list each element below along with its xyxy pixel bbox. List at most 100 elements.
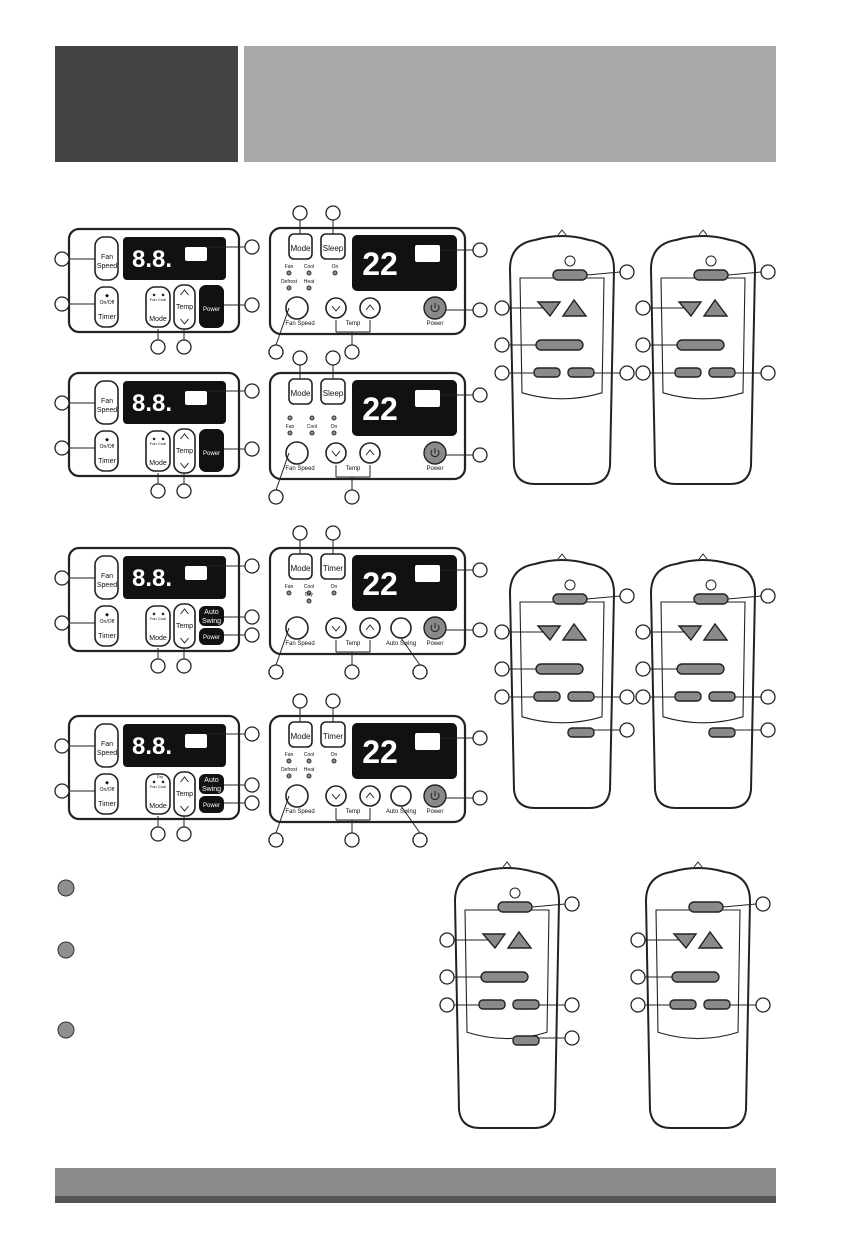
callout-marker — [54, 570, 70, 586]
callout-marker — [760, 264, 776, 280]
callout-marker — [755, 997, 771, 1013]
sleep-timer-label: Timer — [323, 564, 343, 573]
callout-marker — [564, 1030, 580, 1046]
callout-marker — [635, 689, 651, 705]
callout-marker — [176, 826, 192, 842]
callout-marker — [268, 489, 284, 505]
callout-marker — [619, 264, 635, 280]
callout-marker — [619, 689, 635, 705]
fan-speed-label: Fan Speed — [285, 641, 314, 647]
power-icon — [430, 623, 440, 633]
indicator-led — [306, 590, 312, 596]
temp-up-button — [359, 297, 381, 319]
callout-marker — [244, 441, 260, 457]
mode-button — [567, 691, 595, 702]
leader-line — [586, 595, 621, 600]
callout-marker — [244, 383, 260, 399]
callout-marker — [472, 790, 488, 806]
indicator-label: Cool — [304, 752, 314, 758]
power-icon — [430, 303, 440, 313]
callout-marker — [244, 297, 260, 313]
callout-marker — [635, 337, 651, 353]
timer-button — [674, 691, 702, 702]
leader-line — [722, 903, 757, 908]
callout-marker — [472, 562, 488, 578]
timer-button — [94, 773, 119, 815]
fan-speed-button — [285, 441, 309, 465]
fan-label: Fan — [101, 741, 113, 748]
callout-marker — [630, 997, 646, 1013]
indicator-label: Cool — [307, 424, 317, 430]
power-label: Power — [203, 803, 220, 809]
leader-line — [727, 595, 762, 600]
fan-label: Fan — [101, 398, 113, 405]
temp-up-button — [561, 622, 588, 641]
power-label: Power — [426, 641, 443, 647]
callout-marker — [54, 783, 70, 799]
callout-marker — [54, 296, 70, 312]
swing-label: Swing — [202, 618, 221, 625]
temp-down-button — [677, 625, 703, 642]
temp-label: Temp — [346, 321, 361, 327]
display-indicator — [415, 245, 440, 262]
on-off-label: On/Off — [100, 619, 115, 625]
temp-down-button — [325, 442, 347, 464]
power-button — [688, 901, 724, 913]
indicator-led — [286, 758, 292, 764]
power-button — [552, 269, 588, 281]
temp-label: Temp — [176, 791, 193, 798]
speed-label: Speed — [97, 750, 117, 757]
temp-up-icon — [365, 304, 375, 311]
mode-button — [567, 367, 595, 378]
timer-button — [533, 691, 561, 702]
power-icon — [705, 579, 717, 591]
callout-marker — [630, 969, 646, 985]
footer-bar — [55, 1168, 776, 1196]
temp-up-button — [702, 298, 729, 317]
on-off-led: ◆ — [105, 780, 109, 786]
power-icon — [509, 887, 521, 899]
fan-led: ◆ — [152, 292, 156, 297]
temp-down-icon — [180, 318, 189, 325]
power-label: Power — [203, 307, 220, 313]
mode-label: Mode — [290, 732, 311, 741]
callout-marker — [54, 251, 70, 267]
fan-led: ◆ — [152, 779, 156, 784]
temp-down-button — [677, 301, 703, 318]
mode-button — [708, 691, 736, 702]
callout-marker — [494, 689, 510, 705]
mode-button — [708, 367, 736, 378]
temp-down-icon — [180, 805, 189, 812]
power-label: Power — [426, 321, 443, 327]
timer-label: Timer — [98, 314, 116, 321]
callout-marker — [635, 365, 651, 381]
callout-marker — [760, 689, 776, 705]
temp-up-icon — [180, 608, 189, 615]
fan-speed-button — [480, 971, 529, 983]
temp-label: Temp — [176, 623, 193, 630]
callout-marker — [244, 777, 260, 793]
callout-marker — [54, 440, 70, 456]
temp-up-button — [359, 785, 381, 807]
auto-swing-label: Auto Swing — [386, 809, 416, 815]
callout-marker — [619, 722, 635, 738]
fan-speed-button — [676, 663, 725, 675]
leader-line — [531, 903, 566, 908]
auto-swing-button — [199, 774, 224, 794]
fan-label: Fan — [101, 573, 113, 580]
temp-up-icon — [365, 624, 375, 631]
callout-marker — [150, 339, 166, 355]
digital-display: 8.8. — [132, 390, 172, 417]
indicator-led — [286, 590, 292, 596]
callout-marker — [150, 483, 166, 499]
power-button — [199, 285, 224, 328]
digital-display: 22 — [362, 566, 398, 602]
indicator-led — [331, 590, 337, 596]
fan-cool-label: Fan Cool — [150, 441, 166, 446]
callout-marker — [619, 588, 635, 604]
callout-marker — [244, 726, 260, 742]
leader-line — [275, 627, 290, 666]
fan-speed-button — [535, 339, 584, 351]
mode-button — [512, 999, 540, 1010]
callout-marker — [494, 337, 510, 353]
